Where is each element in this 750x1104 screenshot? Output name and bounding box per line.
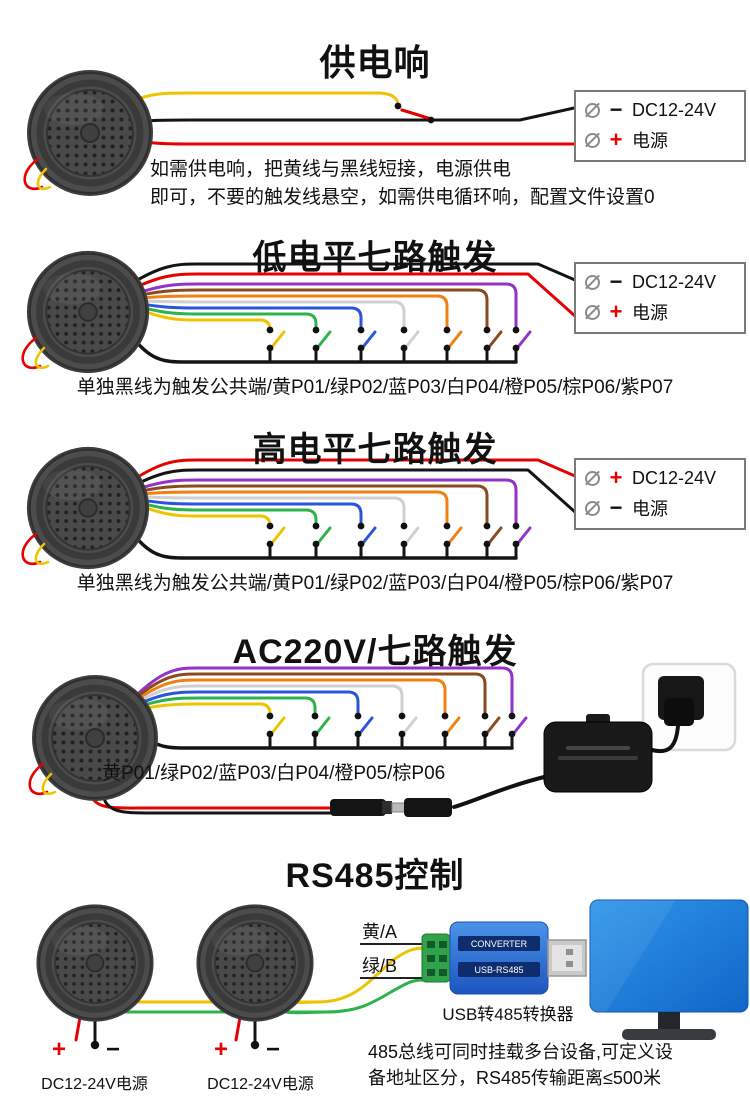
polarity-sign: − [609,495,623,520]
section-title-high-level: 高电平七路触发 [252,431,498,469]
ac220-trigger-wires [116,666,528,750]
terminal-row: − DC12-24V [585,271,735,293]
polarity-sign: − [609,269,623,294]
dc-power-label-speaker1: DC12-24V电源 [41,1076,148,1093]
power-sound-note-line2: 即可，不要的触发线悬空，如需供电循环响，配置文件设置0 [150,187,655,208]
screw-terminal-icon [585,500,600,516]
plus-sign-speaker2: + [214,1036,229,1063]
dc-cable [452,774,550,809]
wire-label-yellow-a: 黄/A [362,922,398,942]
usb-rs485-converter-illustration: CONVERTER USB-RS485 [421,921,587,995]
converter-marking: CONVERTER [471,939,528,949]
speaker-pigtail-wires [21,157,57,795]
minus-sign-speaker2: − [266,1036,281,1063]
usb-plug-icon [547,939,587,977]
converter-marking: USB-RS485 [474,965,523,975]
polarity-sign: + [609,299,623,324]
jumper-switch-icon [400,108,430,120]
power-terminal-block-1: − DC12-24V + 电源 [574,90,746,162]
screw-terminal-icon [585,304,600,320]
section-title-ac220: AC220V/七路触发 [232,633,518,671]
speaker-illustration [27,70,153,196]
low-level-caption: 单独黑线为触发公共端/黄P01/绿P02/蓝P03/白P04/橙P05/棕P06… [76,377,674,398]
ac-plug-icon [664,698,694,726]
dc-power-label-speaker2: DC12-24V电源 [207,1076,314,1093]
plus-sign-speaker1: + [52,1036,67,1063]
terminal-label: 电源 [632,131,668,151]
power-terminal-block-3: + DC12-24V − 电源 [574,458,746,530]
rs485-note-line1: 485总线可同时挂载多台设备,可定义设 [368,1042,674,1062]
section-title-power-sound: 供电响 [319,42,431,83]
converter-label: USB转485转换器 [442,1005,574,1024]
dc-barrel-connector-illustration [330,798,452,817]
terminal-label: 电源 [632,499,668,519]
polarity-sign: + [609,465,623,490]
power-sound-note-line1: 如需供电响，把黄线与黑线短接，电源供电 [150,159,512,180]
minus-sign-speaker1: − [106,1036,121,1063]
terminal-label: DC12-24V [632,467,717,488]
ac220-caption: 黄P01/绿P02/蓝P03/白P04/橙P05/棕P06 [102,763,446,784]
screw-terminal-icon [585,102,600,118]
polarity-sign: − [609,97,623,122]
high-level-trigger-wires [116,458,577,560]
power-terminal-block-2: − DC12-24V + 电源 [574,262,746,334]
computer-monitor-illustration [589,899,749,1040]
adapter-cable [650,724,680,754]
terminal-row: + 电源 [585,299,735,325]
section-title-low-level: 低电平七路触发 [252,239,498,277]
ac220-devices [90,662,737,817]
screw-terminal-icon [585,274,600,290]
rs485-note-line2: 备地址区分，RS485传输距离≤500米 [368,1068,661,1088]
terminal-label: DC12-24V [632,271,717,292]
rs485-devices: CONVERTER USB-RS485 [74,899,749,1050]
screw-terminal-icon [585,470,600,486]
speaker-illustration [196,904,313,1021]
terminal-row: + DC12-24V [585,467,735,489]
terminal-row: + 电源 [585,127,735,153]
power-sound-wiring [113,91,576,146]
terminal-row: − 电源 [585,495,735,521]
high-level-caption: 单独黑线为触发公共端/黄P01/绿P02/蓝P03/白P04/橙P05/棕P06… [76,573,674,594]
wire-label-green-b: 绿/B [362,956,398,976]
terminal-label: 电源 [632,303,668,323]
power-adapter-illustration [543,714,653,793]
terminal-label: DC12-24V [632,99,717,120]
screw-terminal-icon [585,132,600,148]
section-title-rs485: RS485控制 [285,857,465,895]
terminal-row: − DC12-24V [585,99,735,121]
polarity-sign: + [609,127,623,152]
speaker-illustration [36,904,153,1021]
